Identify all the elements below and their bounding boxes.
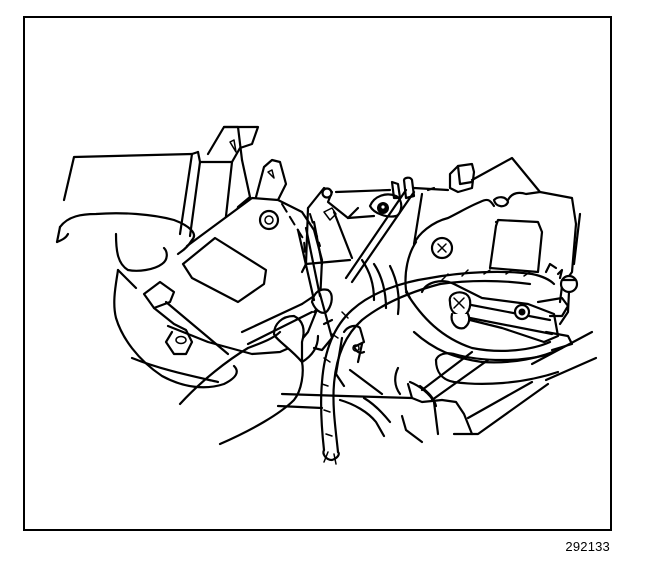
module-plate xyxy=(166,196,324,356)
figure-frame xyxy=(23,16,612,531)
illustration-drawing xyxy=(55,125,598,465)
blower-housing xyxy=(360,258,598,402)
mounting-bracket xyxy=(300,176,416,284)
left-hand xyxy=(55,212,238,389)
rear-module-housing xyxy=(62,125,288,240)
lower-duct xyxy=(276,324,550,444)
wiring-harness xyxy=(320,269,556,465)
actuator-cover xyxy=(404,156,582,304)
right-hand-screwdriver xyxy=(178,226,334,446)
electrical-connector xyxy=(142,280,230,356)
figure-number: 292133 xyxy=(565,539,610,554)
cover-tab xyxy=(448,162,476,194)
